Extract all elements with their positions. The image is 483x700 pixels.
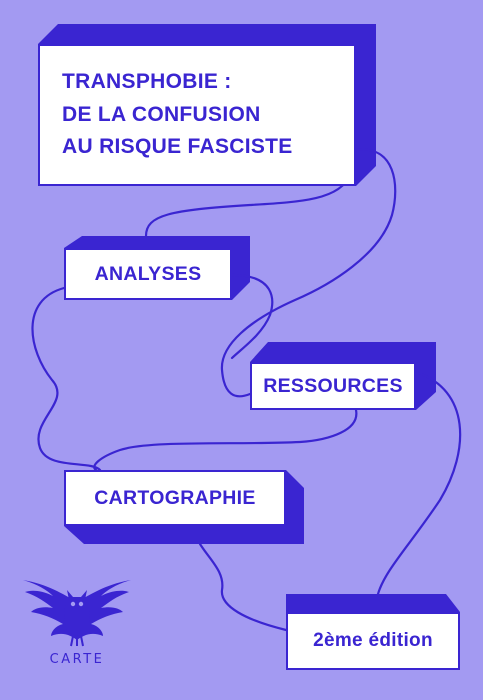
section-label: ANALYSES (94, 262, 202, 285)
title-box-extrusion (38, 24, 376, 186)
edition-box-extrusion (286, 594, 460, 612)
connecting-path (31, 148, 462, 632)
edition-badge: 2ème édition (286, 612, 460, 670)
ressources-box-extrusion (250, 342, 436, 410)
title-line: DE LA CONFUSION (62, 102, 261, 126)
section-box-cartographie: CARTOGRAPHIE (64, 470, 286, 526)
owl-icon (23, 580, 131, 647)
section-box-ressources: RESSOURCES (250, 362, 416, 410)
title-box: TRANSPHOBIE : DE LA CONFUSION AU RISQUE … (38, 44, 356, 186)
section-label: RESSOURCES (263, 374, 403, 397)
publisher-logo-label: CARTE (49, 652, 105, 667)
cover-title: TRANSPHOBIE : DE LA CONFUSION AU RISQUE … (62, 66, 293, 164)
title-line: AU RISQUE FASCISTE (62, 135, 293, 159)
section-box-analyses: ANALYSES (64, 248, 232, 300)
section-label: CARTOGRAPHIE (94, 486, 256, 509)
title-line: TRANSPHOBIE : (62, 69, 232, 93)
edition-label: 2ème édition (313, 630, 433, 651)
